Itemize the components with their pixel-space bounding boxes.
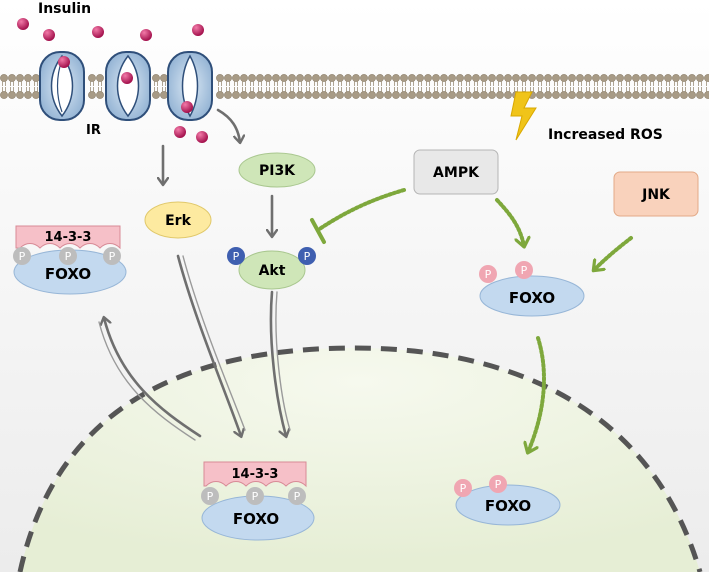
green-arrows	[316, 188, 633, 452]
ir-label: IR	[86, 123, 101, 138]
foxo-phosphorylated-nucleus: P P FOXO	[454, 475, 561, 526]
foxo-phosphorylated-cytoplasm: P P FOXO	[479, 261, 585, 317]
lightning-bolt-icon	[510, 91, 537, 141]
arrow-ir-to-pi3k	[216, 108, 240, 142]
arrow-erk-to-nucleus	[176, 254, 241, 436]
inhibition-bar	[310, 218, 326, 244]
insulin-receptor-1	[39, 51, 85, 121]
cell-membrane	[0, 74, 709, 99]
phospho-akt-right: P	[298, 247, 316, 265]
increased-ros-label: Increased ROS	[548, 127, 663, 143]
svg-text:P: P	[495, 478, 502, 491]
insulin-molecules	[17, 18, 208, 143]
pi3k-label: PI3K	[259, 163, 296, 179]
foxo-label: FOXO	[485, 497, 531, 515]
adaptor-1433-label: 14-3-3	[45, 230, 92, 245]
phospho-akt-left: P	[227, 247, 245, 265]
svg-text:P: P	[65, 250, 72, 263]
jnk-node: JNK	[613, 171, 699, 217]
svg-text:P: P	[233, 250, 240, 263]
arrow-akt-to-nucleus	[269, 290, 286, 436]
nuclear-envelope	[17, 345, 703, 572]
foxo-label: FOXO	[509, 289, 555, 307]
pi3k-node: PI3K	[238, 152, 316, 188]
adaptor-1433-label: 14-3-3	[232, 467, 279, 482]
insulin-label: Insulin	[38, 1, 91, 17]
gray-arrows-echo	[98, 255, 291, 441]
foxo-label: FOXO	[45, 265, 91, 283]
ampk-label: AMPK	[433, 165, 480, 181]
svg-text:P: P	[485, 268, 492, 281]
svg-text:P: P	[294, 490, 301, 503]
gray-arrows	[104, 108, 286, 438]
insulin-receptor-2	[105, 51, 151, 121]
arrow-nuclear-export	[104, 318, 202, 438]
jnk-label: JNK	[641, 187, 671, 203]
svg-text:P: P	[521, 264, 528, 277]
foxo-label: FOXO	[233, 510, 279, 528]
arrow-jnk-to-foxo	[594, 236, 633, 270]
foxo-1433-complex-nucleus: 14-3-3 P P P FOXO	[201, 461, 315, 541]
insulin-receptor-3	[167, 51, 213, 121]
akt-node: Akt P P	[227, 247, 316, 290]
svg-text:P: P	[252, 490, 259, 503]
erk-label: Erk	[165, 213, 191, 229]
svg-text:P: P	[304, 250, 311, 263]
akt-label: Akt	[259, 263, 286, 279]
foxo-1433-complex-cytoplasm: 14-3-3 P P P FOXO	[13, 225, 127, 295]
ampk-node: AMPK	[413, 149, 499, 195]
arrow-ampk-to-foxo	[495, 198, 524, 246]
ampk-inhibits-akt	[316, 188, 406, 232]
svg-text:P: P	[19, 250, 26, 263]
svg-text:P: P	[207, 490, 214, 503]
svg-text:P: P	[460, 482, 467, 495]
svg-text:P: P	[109, 250, 116, 263]
erk-node: Erk	[144, 201, 212, 239]
arrow-foxo-to-nucleus	[528, 336, 546, 452]
